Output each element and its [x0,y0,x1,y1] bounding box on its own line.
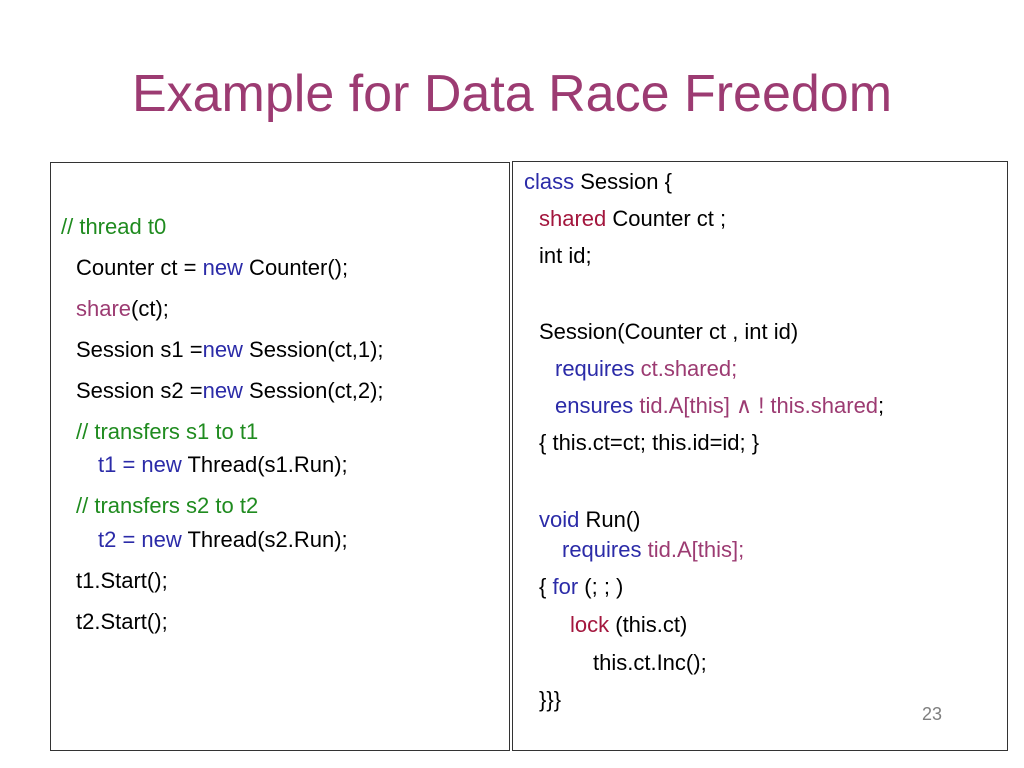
code-comment-transfer-s1: // transfers s1 to t1 [76,419,259,444]
code-text: (this.ct) [609,612,688,637]
code-text: Run() [579,507,641,532]
keyword-for: for [552,574,579,599]
code-text: Counter ct = [76,255,203,280]
keyword-share: share [76,296,132,321]
keyword-requires: requires [562,537,642,562]
keyword-new: new [202,378,243,403]
keyword-new: t1 = new [98,452,182,477]
code-line-counter-decl: Counter ct = new Counter(); [76,255,348,281]
code-text: Session(ct,1); [242,337,384,362]
keyword-requires: requires [555,356,635,381]
keyword-new: t2 = new [98,527,182,552]
code-line-requires-tid: requires tid.A[this]; [562,537,744,563]
keyword-new: new [202,337,243,362]
code-line-int-id: int id; [539,243,592,268]
keyword-lock: lock [570,612,610,637]
code-contract: tid.A[this]; [641,537,745,562]
code-line-constructor: Session(Counter ct , int id) [539,319,799,344]
keyword-ensures: ensures [555,393,634,418]
code-line-session-s1: Session s1 =new Session(ct,1); [76,337,384,363]
code-line-ensures: ensures tid.A[this] ∧ ! this.shared; [555,393,884,419]
code-text: Session(ct,2); [242,378,384,403]
slide-title: Example for Data Race Freedom [131,65,893,123]
code-line-share: share(ct); [76,296,169,322]
code-text: (; ; ) [578,574,624,599]
code-text: Session s2 = [76,378,203,403]
code-line-shared-counter: shared Counter ct ; [539,206,726,232]
right-code-box [512,161,1008,751]
code-comment-transfer-s2: // transfers s2 to t2 [76,493,259,518]
code-line-requires-shared: requires ct.shared; [555,356,737,382]
code-line-thread-t1: t1 = new Thread(s1.Run); [98,452,348,478]
code-line-void-run: void Run() [539,507,640,533]
code-contract: ct.shared; [634,356,738,381]
code-contract: tid.A[this] ∧ ! this.shared [633,393,879,418]
code-line-class-session: class Session { [524,169,672,195]
left-code-box [50,162,510,751]
code-text: { [539,574,553,599]
code-text: Session s1 = [76,337,203,362]
keyword-void: void [539,507,580,532]
code-text: (ct); [131,296,169,321]
code-line-session-s2: Session s2 =new Session(ct,2); [76,378,384,404]
code-line-closing-braces: }}} [539,687,562,712]
keyword-shared: shared [539,206,607,231]
code-text: Counter ct ; [606,206,727,231]
code-line-t2-start: t2.Start(); [76,609,168,634]
code-text: ; [878,393,885,418]
code-line-thread-t2: t2 = new Thread(s2.Run); [98,527,348,553]
page-number: 23 [922,704,943,724]
code-text: Counter(); [242,255,349,280]
code-text: Thread(s1.Run); [181,452,348,477]
keyword-class: class [524,169,575,194]
code-line-inc: this.ct.Inc(); [593,650,707,675]
keyword-new: new [202,255,243,280]
code-comment-thread-t0: // thread t0 [61,214,167,239]
code-text: Session { [574,169,672,194]
code-line-t1-start: t1.Start(); [76,568,168,593]
code-line-for-loop: { for (; ; ) [539,574,623,600]
code-text: Thread(s2.Run); [181,527,348,552]
code-line-lock: lock (this.ct) [570,612,687,638]
code-line-constructor-body: { this.ct=ct; this.id=id; } [539,430,760,455]
